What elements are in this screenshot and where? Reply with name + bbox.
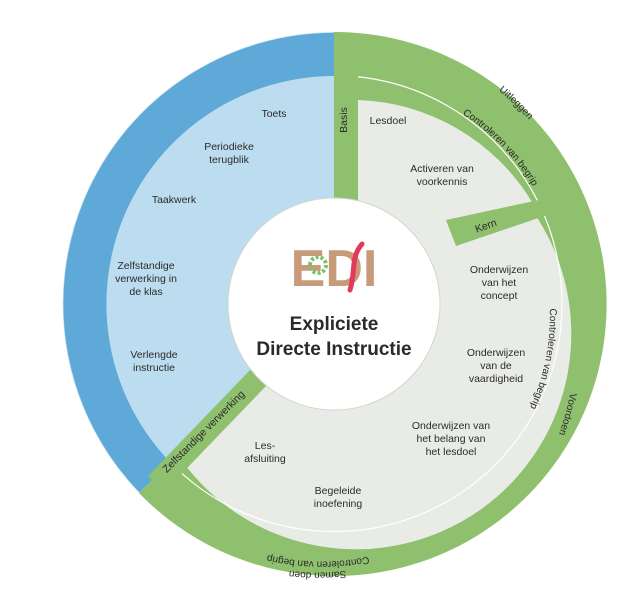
green-item-belang-3: het lesdoel [426,446,477,458]
green-item-activeren-2: voorkennis [417,176,468,188]
green-item-concept-1: Onderwijzen [470,264,529,276]
blue-item-zelfstandige-3: de klas [129,286,162,298]
ring-label-samen-doen-path: Samen doen [288,568,346,581]
green-item-activeren-1: Activeren van [410,163,474,175]
green-item-begeleide-2: inoefening [314,498,363,510]
logo-gear-icon [308,255,328,275]
green-item-lesafsluiting-1: Les- [255,440,276,452]
band-label-basis: Basis [338,107,350,133]
blue-item-periodieke-2: terugblik [209,154,249,166]
green-item-lesafsluiting-2: afsluiting [244,453,286,465]
center-title-line2: Directe Instructie [256,339,411,360]
blue-item-periodieke-1: Periodieke [204,141,254,153]
ring-divider-green [170,75,563,533]
zelfstandige-band [148,368,268,492]
blue-item-taakwerk: Taakwerk [152,194,197,206]
blue-item-toets: Toets [261,108,286,120]
edi-logo-text: EDI [291,240,378,298]
blue-item-zelfstandige-1: Zelfstandige [117,260,174,272]
blue-item-verlengde-1: Verlengde [130,349,177,361]
blue-item-zelfstandige-2: verwerking in [115,273,177,285]
green-item-lesdoel: Lesdoel [370,115,407,127]
center-circle [227,197,441,411]
center-title-line1: Expliciete [290,314,379,335]
kern-band [446,198,556,246]
green-item-vaardigheid-2: van de [480,360,512,372]
green-item-vaardigheid-3: vaardigheid [469,373,523,385]
edi-logo: EDI [291,240,378,298]
green-item-concept-2: van het [482,277,517,289]
green-item-begeleide-1: Begeleide [315,485,362,497]
green-item-concept-3: concept [481,290,518,302]
blue-inner-sector [106,76,334,463]
basis-band [334,70,358,204]
green-item-vaardigheid-1: Onderwijzen [467,347,526,359]
green-item-belang-2: het belang van [417,433,486,445]
logo-stroke-icon [347,241,365,293]
blue-item-verlengde-2: instructie [133,362,175,374]
green-item-belang-1: Onderwijzen van [412,420,490,432]
ring-divider-blue [61,31,335,494]
ring-label-samen-doen: Samen doen [288,568,346,581]
